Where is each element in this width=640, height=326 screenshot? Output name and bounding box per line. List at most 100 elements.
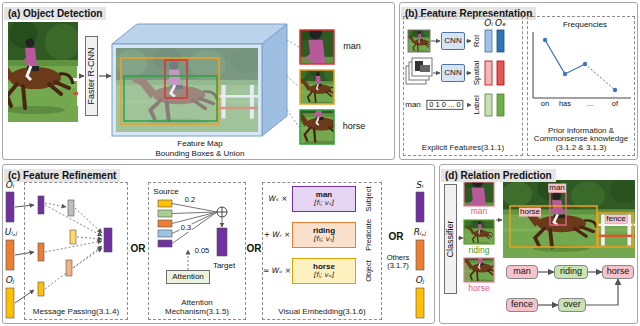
graph-node: fence xyxy=(506,298,538,312)
one-hot-vector: 0 1 0 ... 0 xyxy=(426,100,463,110)
weight-term: ≈ Wₒ × xyxy=(263,267,291,275)
projection-line xyxy=(287,110,299,127)
relation-arrow xyxy=(538,304,558,305)
feature-type: Spatial xyxy=(473,61,482,85)
feature-map xyxy=(112,44,262,136)
object-crop xyxy=(462,216,506,247)
cnn-box: CNN xyxy=(441,64,465,82)
roi-thumbnail xyxy=(403,26,444,55)
message-graph xyxy=(45,246,102,289)
relation-arrow xyxy=(538,271,554,272)
module-box: Faster R-CNN xyxy=(85,36,98,116)
graph-node: horse xyxy=(602,265,634,279)
graph-node: over xyxy=(558,298,586,312)
message-graph xyxy=(45,203,66,207)
weight-value: 0.3 xyxy=(180,224,192,232)
caption-text: Prior information & Commonsense knowledg… xyxy=(530,127,632,153)
flow-arrow xyxy=(496,220,502,221)
frequency-chart xyxy=(613,88,617,92)
graph-node: man xyxy=(506,265,538,279)
node-text: [fᵢ; vₛ] xyxy=(314,200,335,208)
node-text: Classifier xyxy=(446,220,456,257)
caption-text: Attention Mechanism(3.1.5) xyxy=(151,299,243,317)
node-text: horse xyxy=(607,267,630,277)
weight-term: Wₛ × xyxy=(269,195,288,203)
relation-arrow xyxy=(586,279,618,305)
embedding-box: man[fᵢ; vₛ] xyxy=(292,186,356,212)
axis-title: Frequencies xyxy=(563,21,607,30)
role-label: Subject xyxy=(365,186,373,211)
scene-photo xyxy=(510,192,633,247)
panel-heading: (d) Relation Prediction xyxy=(441,169,556,182)
feature-vector xyxy=(485,94,492,116)
group-box: Prior information & Commonsense knowledg… xyxy=(527,16,635,156)
node-text: CNN xyxy=(444,37,461,46)
flow-arrow xyxy=(99,75,111,76)
scene-photo xyxy=(510,206,597,247)
weight-value: 0.2 xyxy=(184,196,196,204)
frequency-chart xyxy=(563,72,567,76)
attention-graph xyxy=(172,212,217,234)
object-crop xyxy=(284,90,368,150)
object-crop xyxy=(300,110,334,144)
embedding-box: horse[fⱼ; vₒ] xyxy=(292,258,356,284)
message-graph xyxy=(104,228,112,252)
feature-vector xyxy=(497,94,504,116)
flow-arrow xyxy=(466,41,471,42)
projection-line xyxy=(287,76,299,87)
object-crop xyxy=(464,258,494,282)
frequency-chart xyxy=(533,32,631,98)
message-graph xyxy=(77,237,102,239)
feature-vector xyxy=(485,30,504,116)
attention-graph xyxy=(158,240,172,247)
frequency-chart xyxy=(583,62,587,66)
flow-arrow xyxy=(458,238,463,239)
spatial-mask xyxy=(412,58,432,76)
weight-value: 0.05 xyxy=(194,247,211,255)
object-crop xyxy=(293,64,356,108)
feature-vector xyxy=(6,288,14,318)
scene-photo xyxy=(502,178,638,258)
feature-type: RoI xyxy=(473,35,482,47)
scene-photo xyxy=(550,192,566,225)
node-text: man xyxy=(316,191,332,200)
node-text: [fᵢⱼ; vᵣ] xyxy=(314,236,335,244)
feature-symbol: Oⱼ xyxy=(6,276,15,286)
bounding-box xyxy=(121,58,219,124)
bounding-box xyxy=(121,58,219,124)
scene-photo xyxy=(598,213,633,247)
message-graph xyxy=(73,248,102,268)
feature-map xyxy=(115,46,261,132)
message-graph xyxy=(66,260,72,276)
object-crop xyxy=(233,0,437,145)
attention-graph xyxy=(158,210,172,217)
feature-symbol: Oₑ xyxy=(495,19,506,29)
node-text: riding xyxy=(560,267,582,277)
or-text: OR xyxy=(131,243,146,254)
spatial-mask xyxy=(406,58,432,84)
caption-text: Visual Embedding(3.1.6) xyxy=(278,308,365,317)
object-crop xyxy=(464,182,494,206)
message-graph xyxy=(38,196,112,296)
frequency-chart xyxy=(545,40,585,74)
node-text: fence xyxy=(511,300,533,310)
attention-graph xyxy=(158,220,172,227)
feature-vector xyxy=(416,240,424,270)
panel-heading: (a) Object Detection xyxy=(4,7,106,20)
feature-symbol: Oᵢ xyxy=(6,181,15,191)
frequency-chart xyxy=(533,32,631,98)
panel-heading: (c) Feature Refinement xyxy=(4,169,120,182)
feature-vector xyxy=(6,192,424,318)
flow-arrow xyxy=(433,73,440,74)
input-photo xyxy=(0,20,116,122)
module-box: Attention xyxy=(166,270,210,284)
object-label: horse xyxy=(468,284,489,293)
predicate-label: riding xyxy=(469,246,490,255)
object-crop xyxy=(464,220,494,244)
object-label: man xyxy=(471,207,488,216)
object-label: man xyxy=(548,184,566,193)
feature-vector xyxy=(6,240,14,270)
feature-vector xyxy=(497,61,504,85)
attention-graph xyxy=(158,200,227,270)
spatial-mask xyxy=(420,65,430,72)
